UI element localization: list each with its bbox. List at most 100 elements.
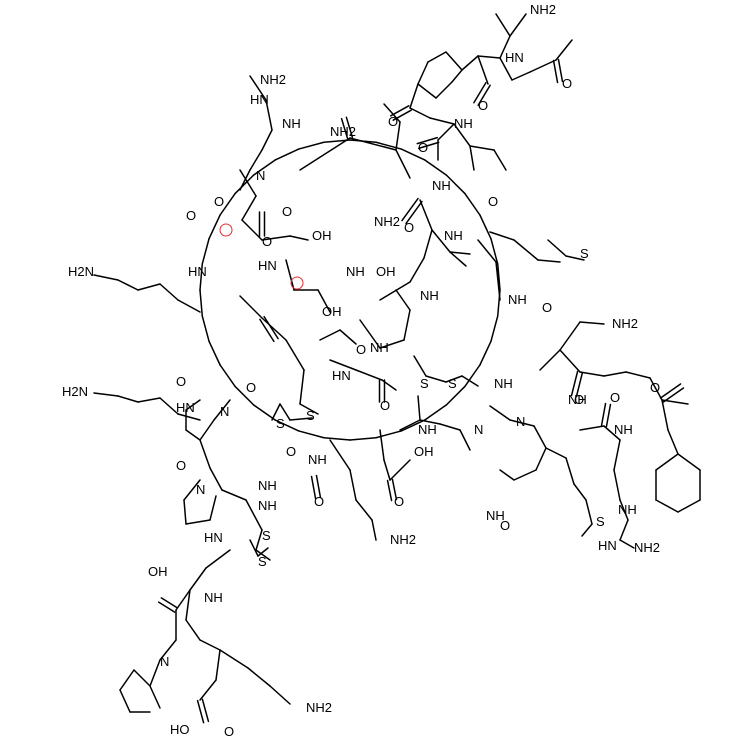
- bond: [185, 589, 191, 621]
- bond: [619, 539, 635, 549]
- hn-label: HN: [188, 264, 207, 279]
- bond: [297, 141, 325, 150]
- bond: [359, 319, 381, 349]
- bond: [495, 13, 511, 37]
- bond: [619, 519, 629, 541]
- bond: [209, 495, 217, 521]
- bond: [464, 192, 481, 216]
- n-label: N: [516, 414, 525, 429]
- bond: [208, 340, 221, 366]
- bond: [219, 649, 249, 669]
- bond: [157, 601, 176, 613]
- bond: [449, 251, 467, 267]
- s-label: S: [306, 408, 315, 423]
- bond: [247, 667, 271, 687]
- bond: [655, 499, 679, 513]
- nh-label: NH: [370, 340, 389, 355]
- bond: [379, 429, 385, 461]
- bond: [453, 123, 471, 147]
- bond: [667, 429, 679, 455]
- bond: [391, 478, 398, 501]
- bond: [461, 375, 479, 387]
- bond: [570, 370, 579, 397]
- bond: [371, 519, 377, 541]
- hn-label: HN: [332, 368, 351, 383]
- bond: [185, 619, 201, 641]
- bond: [201, 315, 210, 343]
- bond: [435, 81, 453, 99]
- bond: [317, 289, 331, 313]
- nh-label: NH: [282, 116, 301, 131]
- bond: [213, 399, 231, 421]
- nh-label: HN: [505, 50, 524, 65]
- bond: [299, 137, 351, 171]
- bond: [417, 61, 429, 85]
- nh-label: NH: [486, 508, 505, 523]
- bond: [424, 159, 448, 176]
- ho-label: HO: [170, 722, 190, 737]
- oh-label: OH: [148, 564, 168, 579]
- bond: [137, 283, 161, 291]
- oh-label: OH: [414, 444, 434, 459]
- s-label: S: [420, 376, 429, 391]
- bond: [409, 107, 431, 119]
- bond: [513, 469, 537, 481]
- bond: [451, 69, 463, 83]
- bond: [489, 405, 511, 421]
- bond: [239, 169, 257, 197]
- bond: [185, 519, 211, 525]
- bond: [259, 318, 275, 343]
- o-label: O: [246, 380, 256, 395]
- o-label: O: [610, 390, 620, 405]
- bond: [93, 392, 119, 397]
- bond: [160, 597, 179, 609]
- nh-label: NH: [258, 478, 277, 493]
- bond: [297, 430, 325, 439]
- bond: [249, 149, 263, 171]
- bond: [585, 499, 593, 525]
- bond: [315, 474, 322, 499]
- nh-label: NH: [618, 502, 637, 517]
- bond: [613, 469, 621, 501]
- bond: [239, 169, 251, 191]
- bond: [429, 117, 455, 125]
- s-label: S: [262, 528, 271, 543]
- o-label: O: [562, 76, 572, 91]
- bond: [529, 59, 557, 73]
- bond: [93, 274, 119, 281]
- bond: [189, 567, 207, 591]
- bond: [252, 159, 276, 176]
- o-label: O: [314, 494, 324, 509]
- bond: [241, 219, 263, 241]
- oh-label: OH: [376, 264, 396, 279]
- bond: [445, 51, 463, 71]
- bond: [119, 669, 135, 691]
- bond: [137, 397, 161, 403]
- bond: [379, 339, 405, 349]
- bond: [661, 399, 669, 431]
- bond: [499, 57, 513, 81]
- o-label: O: [394, 494, 404, 509]
- bond: [545, 447, 567, 459]
- nh2-label: NH2: [330, 124, 356, 139]
- bond: [511, 71, 531, 81]
- bond: [201, 698, 210, 723]
- bond: [271, 403, 281, 421]
- bond: [401, 197, 419, 222]
- s-label: S: [448, 376, 457, 391]
- bond: [537, 259, 561, 263]
- bond: [409, 257, 425, 283]
- bond: [199, 679, 217, 701]
- bond: [477, 55, 501, 59]
- o-label: O: [282, 204, 292, 219]
- bond: [473, 81, 487, 104]
- bond: [177, 299, 201, 313]
- bond: [383, 459, 391, 481]
- bond: [319, 329, 341, 341]
- bond: [383, 103, 401, 123]
- nh-label: NH: [614, 422, 633, 437]
- bond: [677, 453, 701, 471]
- bond: [400, 148, 426, 161]
- bond: [655, 453, 679, 471]
